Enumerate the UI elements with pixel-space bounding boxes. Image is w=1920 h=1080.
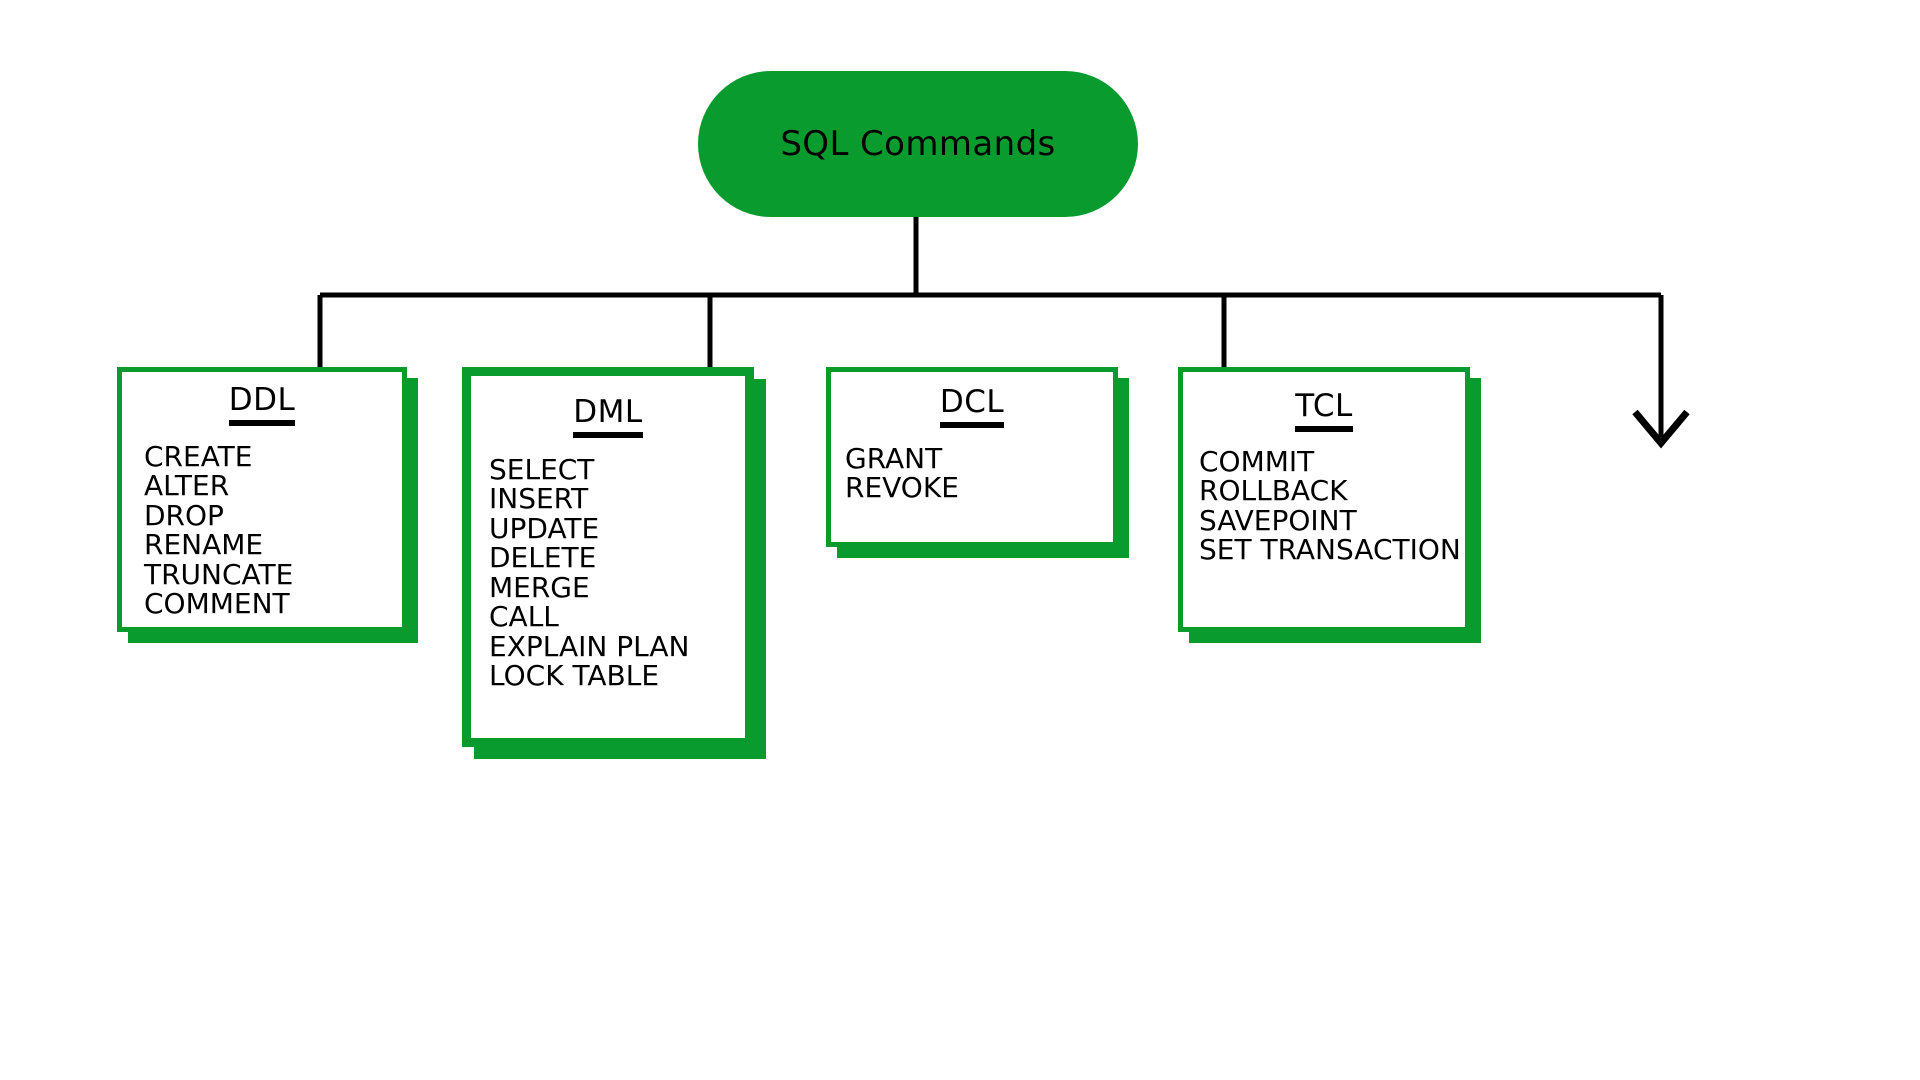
arrowhead-tcl (1632, 409, 1690, 449)
list-item: EXPLAIN PLAN (489, 629, 690, 663)
list-item: MERGE (489, 570, 590, 604)
list-item: COMMIT (1199, 444, 1315, 478)
list-item: CREATE (144, 439, 253, 473)
card-title-dml: DML (573, 396, 643, 438)
card-title-wrap-dml: DML (471, 376, 745, 438)
list-item: REVOKE (845, 471, 959, 505)
card-items-tcl: COMMIT ROLLBACK SAVEPOINT SET TRANSACTIO… (1183, 447, 1465, 565)
card-items-dml: SELECT INSERT UPDATE DELETE MERGE CALL E… (471, 455, 745, 691)
list-item: GRANT (845, 441, 943, 475)
list-item: SAVEPOINT (1199, 503, 1357, 537)
card-title-ddl: DDL (228, 384, 296, 426)
list-item: LOCK TABLE (489, 659, 660, 693)
card-dcl[interactable]: DCL GRANT REVOKE (826, 367, 1118, 547)
list-item: TRUNCATE (144, 557, 294, 591)
card-items-dcl: GRANT REVOKE (831, 444, 1113, 503)
list-item: ROLLBACK (1199, 474, 1348, 508)
card-title-dcl: DCL (939, 386, 1005, 428)
card-title-wrap-tcl: TCL (1183, 372, 1465, 432)
list-item: SELECT (489, 452, 595, 486)
card-items-ddl: CREATE ALTER DROP RENAME TRUNCATE COMMEN… (122, 442, 402, 619)
card-dml[interactable]: DML SELECT INSERT UPDATE DELETE MERGE CA… (462, 367, 754, 747)
list-item: ALTER (144, 469, 230, 503)
card-title-wrap-ddl: DDL (122, 372, 402, 426)
list-item: INSERT (489, 482, 589, 516)
list-item: CALL (489, 600, 559, 634)
list-item: RENAME (144, 528, 264, 562)
list-item: SET TRANSACTION (1199, 533, 1461, 567)
list-item: COMMENT (144, 587, 290, 621)
card-title-wrap-dcl: DCL (831, 372, 1113, 428)
list-item: DROP (144, 498, 224, 532)
list-item: UPDATE (489, 511, 600, 545)
card-title-tcl: TCL (1295, 390, 1353, 432)
card-ddl[interactable]: DDL CREATE ALTER DROP RENAME TRUNCATE CO… (117, 367, 407, 632)
root-node-label: SQL Commands (780, 124, 1056, 164)
card-tcl[interactable]: TCL COMMIT ROLLBACK SAVEPOINT SET TRANSA… (1178, 367, 1470, 632)
root-node-sql-commands[interactable]: SQL Commands (698, 71, 1138, 217)
list-item: DELETE (489, 541, 597, 575)
